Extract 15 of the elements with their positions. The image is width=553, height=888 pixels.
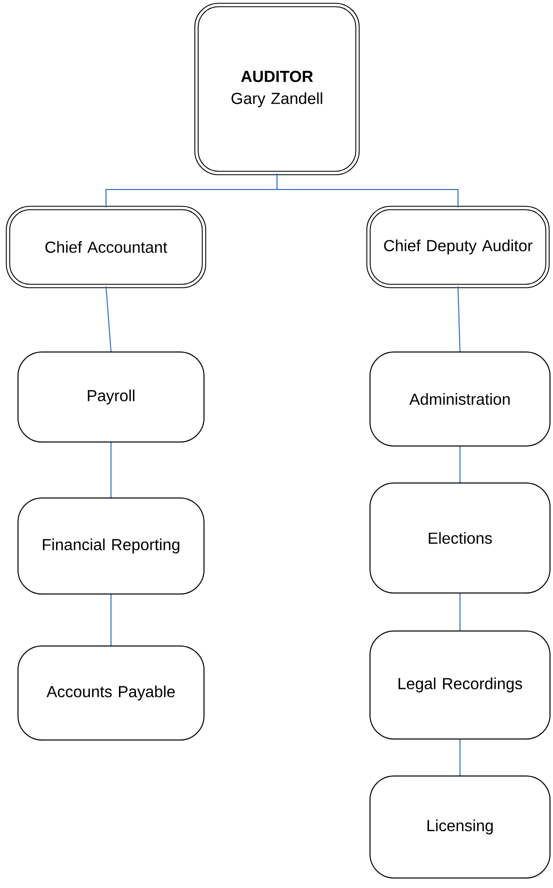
department-box: Administration bbox=[370, 352, 550, 446]
connector-line bbox=[276, 172, 458, 208]
title-box: Chief Accountant bbox=[6, 206, 206, 288]
department-box: Accounts Payable bbox=[18, 646, 204, 740]
department-box: Payroll bbox=[18, 352, 204, 442]
department-box: Elections bbox=[370, 482, 550, 594]
department-box: Legal Recordings bbox=[370, 630, 550, 740]
department-box: Licensing bbox=[370, 776, 550, 878]
title-box: AUDITOR Gary Zandell bbox=[194, 2, 360, 176]
connector-line bbox=[110, 442, 112, 498]
connector-line bbox=[106, 286, 112, 352]
title-box: Chief Deputy Auditor bbox=[366, 206, 550, 288]
connector-line bbox=[458, 286, 460, 352]
connector-line bbox=[110, 594, 112, 646]
department-box: Financial Reporting bbox=[18, 498, 204, 594]
